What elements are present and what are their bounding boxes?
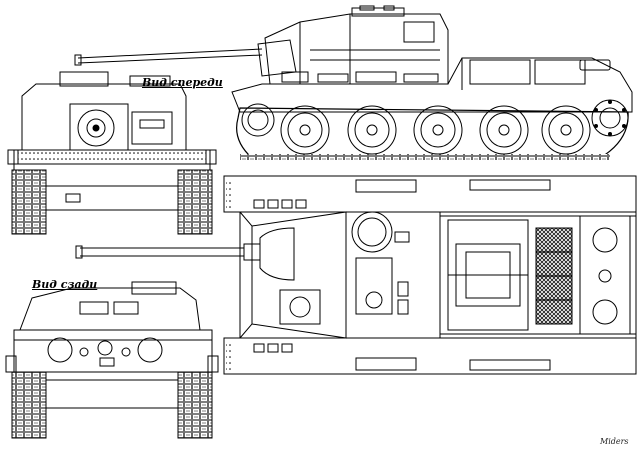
author-signature: Miders (600, 437, 629, 446)
road-wheels (281, 106, 590, 154)
top-view (76, 176, 636, 374)
rear-view-label: Вид сзади (32, 278, 98, 291)
front-view (8, 72, 216, 234)
front-view-label: Вид спереди (142, 76, 223, 89)
rear-view (6, 282, 218, 438)
side-view (75, 6, 632, 160)
